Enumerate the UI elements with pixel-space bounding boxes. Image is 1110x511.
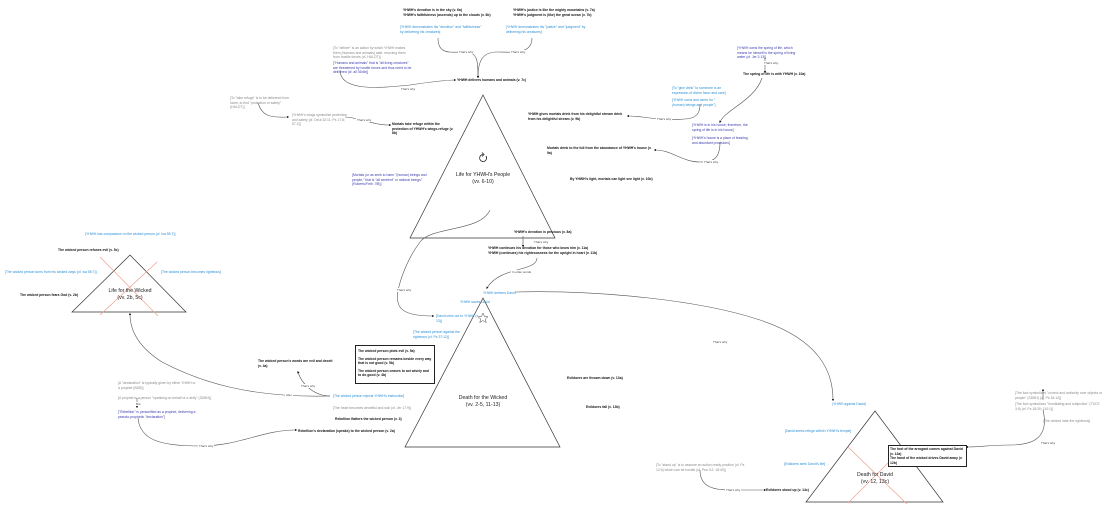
link-label: That's why — [1040, 441, 1057, 445]
note-hate: [The wicked hate the righteous] — [1043, 419, 1091, 423]
node-refuses-evil: The wicked person refuses evil (v. 5c) — [58, 248, 119, 252]
note-against-righteous: [The wicked person against the righteous… — [413, 330, 460, 339]
triangle-left-label: Life for the Wicked(vv. 2b, 5c) — [95, 288, 165, 302]
link-label: That's why — [356, 118, 373, 122]
node-justice-mountains: YHWH's justice is like the mighty mounta… — [513, 8, 595, 12]
note-spring-owner: [YHWH owns the spring of life, which mea… — [737, 46, 796, 60]
node-fall: Evildoers fall (v. 13b) — [586, 405, 620, 409]
note-wings: [YHWH's wings symbolize protection and s… — [292, 113, 348, 127]
node-continues-devotion: YHWH continues his devotion for those wh… — [488, 246, 589, 250]
note-humans: ["Humans and animals" that is "all livin… — [333, 61, 412, 75]
note-prophet: [A prophet is a person "speaking on beha… — [118, 396, 212, 400]
note-deliver: [To "deliver" is an action by which YHWH… — [333, 46, 406, 60]
note-give-drink: [To "give drink" to someone is an expres… — [672, 86, 726, 95]
node-words-evil: The wicked person's words are evil and d… — [258, 359, 333, 368]
node-devotion-sky: YHWH's devotion is in the sky (v. 6a) — [403, 8, 462, 12]
node-drink-full: Mortals drink to the full from the abund… — [547, 146, 652, 155]
cross-out-marks — [99, 256, 908, 505]
note-seek-life: [Evildoers seek David's life] — [784, 462, 826, 466]
note-demonstrates-justice: [YHWH demonstrates his "justice" and "ju… — [506, 25, 586, 34]
refresh-icon — [479, 152, 487, 162]
box-item: The hand of the wicked drives David away… — [890, 456, 963, 465]
link-label: But — [135, 402, 142, 406]
foot-hand-box: The foot of the arrogant comes against D… — [888, 445, 967, 468]
triangles — [71, 94, 944, 503]
note-rejects: [The wicked person rejects YHWH's instru… — [333, 394, 405, 398]
link-label: That's why — [703, 160, 720, 164]
note-in-house: [YHWH is in his house; therefore, the sp… — [692, 123, 748, 132]
title: Life for the Wicked — [108, 288, 152, 294]
link-label: That's why — [712, 340, 729, 344]
note-seeks-refuge: [David seeks refuge with/in YHWH's templ… — [785, 429, 852, 433]
link-label: That's why — [763, 61, 780, 65]
note-becomes-righteous: [The wicked person becomes righteous] — [161, 270, 221, 274]
link-label: In other words — [511, 270, 533, 274]
triangle-top — [409, 94, 556, 239]
triangle-top-label: Life for YHWH's People(vv. 6-10) — [445, 172, 521, 186]
verses: (vv. 2-5, 11-13) — [465, 401, 501, 408]
note-owns-cares: [YHWH owns and cares for "(human) beings… — [672, 98, 716, 107]
node-delivers-david: YHWH delivers David — [483, 291, 516, 295]
title: Death for David — [856, 472, 894, 478]
note-cries-out: [David cries out to YHWH (v. 13)] — [436, 314, 479, 323]
link-label: That's why — [400, 87, 417, 91]
node-saves-david: YHWH saves David — [460, 300, 490, 304]
verses: (vv. 2b, 5c) — [117, 294, 143, 301]
box-item: The wicked person remains beside every w… — [358, 356, 432, 366]
node-devotion-precious: YHWH's devotion is precious (v. 8a) — [514, 230, 572, 234]
verses: (vv. 6-10) — [472, 178, 494, 185]
note-compassion: [YHWH has compassion on the wicked perso… — [85, 232, 176, 236]
node-spring-of-life: The spring of life is with YHWH (v. 10a) — [743, 72, 806, 76]
node-faithfulness-clouds: YHWH's faithfulness (ascends) up to the … — [403, 13, 491, 17]
note-heart: [The heart becomes deceitful and sick (c… — [333, 406, 412, 410]
triangle-middle-label: Death for the Wicked(vv. 2-5, 11-13) — [443, 395, 523, 409]
link-label: That's why — [725, 488, 742, 492]
triangle-middle — [404, 297, 561, 448]
node-declaration: Rebellion's declaration (speaks) to the … — [298, 429, 395, 433]
note-mortals: [Mortals (or as seek to harm "(human) be… — [352, 173, 427, 187]
verses: (vv. 12, 13c) — [860, 478, 890, 485]
wicked-actions-box: The wicked person plots evil (v. 5a) The… — [355, 345, 435, 384]
node-gives-drink: YHWH gives mortals drink from his deligh… — [528, 112, 623, 121]
note-demonstrates-devotion: [YHWH demonstrates his "devotion" and "f… — [400, 25, 482, 34]
link-label: That's why — [458, 50, 475, 54]
node-against-david: (YHWH against David) — [832, 402, 867, 406]
link-label: That's why — [396, 288, 413, 292]
link-label: That's why — [656, 117, 673, 121]
node-flatters: Rebellion flatters the wicked person (v.… — [335, 417, 402, 421]
triangle-left — [71, 254, 187, 313]
note-declaration: [A "declaration" is typically given by e… — [118, 381, 196, 390]
note-personified: ["Rebellion" is personified as a prophet… — [118, 410, 196, 419]
node-stood-up: Evildoers stood up (v. 14c) — [766, 488, 809, 492]
node-fears-god: The wicked person fears God (v. 2b) — [20, 293, 78, 297]
note-turns: [The wicked person turns from his wicked… — [5, 270, 97, 274]
link-label: That's why — [300, 384, 317, 388]
title: Life for YHWH's People — [455, 172, 511, 178]
note-stand: [To "stand up" is to assume an action-re… — [656, 463, 745, 472]
note-refuge: [To "take refuge" is to be delivered fro… — [230, 96, 290, 110]
node-take-refuge: Mortals take refuge within the protectio… — [392, 122, 454, 136]
triangle-right-label: Death for David(vv. 12, 13c) — [840, 472, 910, 486]
title: Death for the Wicked — [458, 395, 508, 401]
node-thrown-down: Evildoers are thrown down (v. 13a) — [567, 376, 623, 380]
node-light: By YHWH's light, mortals can light see l… — [570, 177, 653, 181]
box-item: The foot of the arrogant comes against D… — [890, 447, 963, 456]
link-label: That's why — [533, 240, 550, 244]
box-item: The wicked person plots evil (v. 5a) — [358, 349, 415, 353]
node-continues-righteousness: YHWH (continues) his righteousness for t… — [488, 251, 598, 255]
note-foot-humiliation: [The foot symbolizes "humiliating and su… — [1015, 402, 1101, 411]
link-label: Also — [285, 393, 293, 397]
note-foot-control: [The foot symbolizes "control and author… — [1015, 391, 1103, 400]
box-item: The wicked person ceases to act wisely a… — [358, 368, 429, 378]
node-delivers: YHWH delivers humans and animals (v. 7c) — [457, 78, 527, 82]
note-house-feast: [YHWH's house is a place of feasting and… — [692, 136, 748, 145]
link-label: That's why — [198, 444, 215, 448]
node-judgment-ocean: YHWH's judgment is (like) the great ocea… — [513, 13, 592, 17]
link-label: That's why — [510, 50, 527, 54]
star-icon — [477, 312, 489, 324]
